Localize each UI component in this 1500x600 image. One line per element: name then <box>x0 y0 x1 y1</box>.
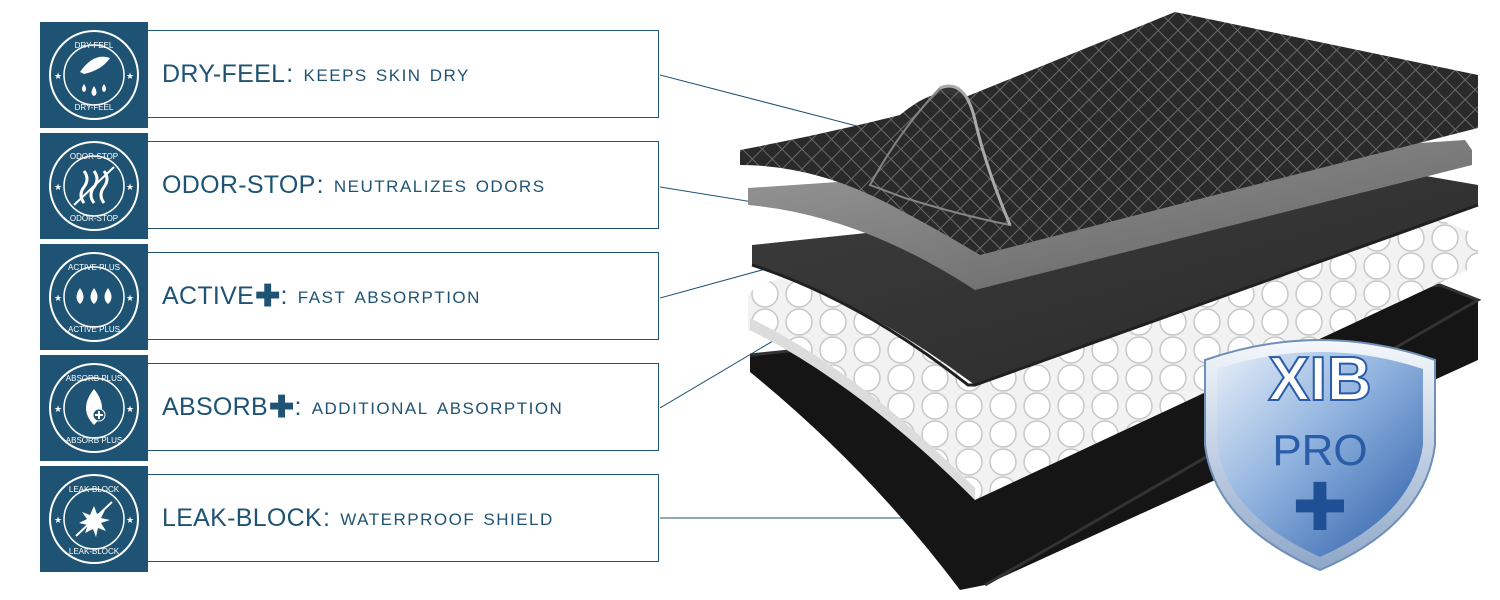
absorb-plus-badge: ABSORB PLUS ABSORB PLUS ★ ★ <box>40 355 148 461</box>
dry-feel-badge: DRY-FEEL DRY-FEEL ★ ★ <box>40 22 148 128</box>
active-plus-desc: FAST ABSORPTION <box>297 282 481 309</box>
active-plus-plus: ✚ <box>255 279 281 313</box>
drop-plus-icon <box>86 389 106 425</box>
odor-stop-colon: : <box>316 170 324 199</box>
feature-row-odor-stop: ODOR-STOP ODOR-STOP ★ ★ ODOR-STOP: NEUTR… <box>40 133 660 239</box>
dry-feel-desc: KEEPS SKIN DRY <box>303 60 470 87</box>
svg-text:LEAK-BLOCK: LEAK-BLOCK <box>69 485 120 494</box>
three-drops-icon <box>76 288 112 304</box>
svg-text:★: ★ <box>54 515 62 525</box>
odor-stop-label-box: ODOR-STOP: NEUTRALIZES ODORS <box>148 141 659 229</box>
svg-text:ACTIVE PLUS: ACTIVE PLUS <box>68 263 120 272</box>
svg-text:ACTIVE PLUS: ACTIVE PLUS <box>68 325 120 334</box>
absorb-plus-plus: ✚ <box>269 390 295 424</box>
svg-text:LEAK-BLOCK: LEAK-BLOCK <box>69 547 120 556</box>
absorb-plus-label-box: ABSORB✚: ADDITIONAL ABSORPTION <box>148 363 659 451</box>
feature-row-absorb-plus: ABSORB PLUS ABSORB PLUS ★ ★ ABSORB✚: ADD… <box>40 355 660 461</box>
feather-drops-icon <box>80 56 110 96</box>
shield-subtitle: PRO <box>1272 426 1367 475</box>
svg-text:★: ★ <box>126 182 134 192</box>
feature-row-leak-block: LEAK-BLOCK LEAK-BLOCK ★ ★ LEAK-BLOCK: WA… <box>40 466 660 572</box>
svg-text:★: ★ <box>126 515 134 525</box>
absorb-plus-name: ABSORB <box>162 392 268 421</box>
dry-feel-label-box: DRY-FEEL: KEEPS SKIN DRY <box>148 30 659 118</box>
odor-stop-desc: NEUTRALIZES ODORS <box>333 171 546 198</box>
absorb-plus-colon: : <box>294 392 302 421</box>
svg-text:★: ★ <box>54 404 62 414</box>
active-plus-label-box: ACTIVE✚: FAST ABSORPTION <box>148 252 659 340</box>
svg-text:★: ★ <box>126 293 134 303</box>
svg-text:ABSORB PLUS: ABSORB PLUS <box>66 436 122 445</box>
svg-text:★: ★ <box>126 71 134 81</box>
active-plus-name: ACTIVE <box>162 281 255 310</box>
leak-block-desc: WATERPROOF SHIELD <box>340 504 554 531</box>
odor-stop-badge: ODOR-STOP ODOR-STOP ★ ★ <box>40 133 148 239</box>
active-plus-badge: ACTIVE PLUS ACTIVE PLUS ★ ★ <box>40 244 148 350</box>
svg-text:★: ★ <box>54 182 62 192</box>
svg-text:★: ★ <box>126 404 134 414</box>
leak-block-badge: LEAK-BLOCK LEAK-BLOCK ★ ★ <box>40 466 148 572</box>
dry-feel-colon: : <box>286 59 294 88</box>
svg-text:★: ★ <box>54 293 62 303</box>
svg-text:ABSORB PLUS: ABSORB PLUS <box>66 374 122 383</box>
leak-block-label-box: LEAK-BLOCK: WATERPROOF SHIELD <box>148 474 659 562</box>
leak-block-name: LEAK-BLOCK <box>162 503 323 532</box>
dry-feel-name: DRY-FEEL <box>162 59 286 88</box>
absorb-plus-desc: ADDITIONAL ABSORPTION <box>311 393 564 420</box>
xib-pro-shield-logo: XIB PRO ✚ <box>1204 339 1436 572</box>
svg-text:★: ★ <box>54 71 62 81</box>
odor-waves-icon <box>73 166 115 206</box>
svg-text:ODOR-STOP: ODOR-STOP <box>70 214 118 223</box>
active-plus-colon: : <box>280 281 288 310</box>
svg-text:ODOR-STOP: ODOR-STOP <box>70 152 118 161</box>
shield-title: XIB <box>1268 345 1371 414</box>
shield-plus-icon: ✚ <box>1292 469 1347 546</box>
feature-row-dry-feel: DRY-FEEL DRY-FEEL ★ ★ DRY-FEEL: KEEPS SK… <box>40 22 660 128</box>
odor-stop-name: ODOR-STOP <box>162 170 316 199</box>
splash-block-icon <box>75 501 113 537</box>
feature-row-active-plus: ACTIVE PLUS ACTIVE PLUS ★ ★ ACTIVE✚: FAS… <box>40 244 660 350</box>
svg-text:DRY-FEEL: DRY-FEEL <box>75 41 114 50</box>
svg-text:DRY-FEEL: DRY-FEEL <box>75 103 114 112</box>
leak-block-colon: : <box>323 503 331 532</box>
